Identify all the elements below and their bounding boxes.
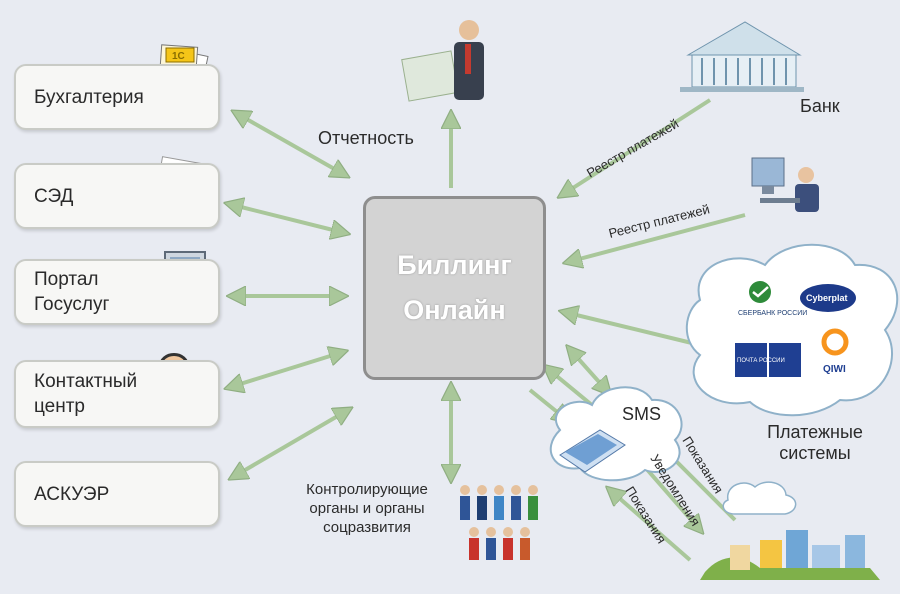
pochta-logo xyxy=(735,343,801,377)
arrow-readings-2 xyxy=(610,490,692,562)
payment-systems-label: Платежные системы xyxy=(767,422,863,463)
small-cloud xyxy=(722,481,797,515)
bookkeeping-badge: 1С xyxy=(172,51,185,62)
readings-label-2: Показания xyxy=(622,484,669,546)
contact-center-label: Контактный центр xyxy=(34,371,138,417)
gosuslugi-box[interactable]: Портал Госуслуг xyxy=(14,259,220,325)
bookkeeping-label: Бухгалтерия xyxy=(34,86,144,108)
sberbank-logo xyxy=(749,281,771,303)
registry-label-1: Реестр платежей xyxy=(584,116,681,181)
center-line-1: Биллинг xyxy=(397,250,512,280)
pochta-text: ПОЧТА РОССИИ xyxy=(737,358,785,364)
sberbank-text: СБЕРБАНК РОССИИ xyxy=(738,310,807,317)
registry-label-2: Реестр платежей xyxy=(607,201,711,241)
cyberplat-text: Cyberplat xyxy=(806,293,848,303)
askuer-box[interactable]: АСКУЭР xyxy=(14,461,220,527)
people-group-icon xyxy=(460,485,538,560)
billing-online-box[interactable]: Биллинг Онлайн xyxy=(363,196,546,380)
qiwi-text: QIWI xyxy=(823,364,846,375)
qiwi-logo xyxy=(821,328,849,356)
laptop-icon xyxy=(559,429,626,473)
businessman-icon xyxy=(401,20,484,102)
reporting-label: Отчетность xyxy=(318,128,414,148)
arrow-askuer xyxy=(240,410,348,473)
bank-label: Банк xyxy=(800,96,840,116)
arrow-contact-center xyxy=(237,352,343,385)
operator-computer-icon xyxy=(751,157,819,212)
bookkeeping-box[interactable]: Бухгалтерия xyxy=(14,64,220,130)
sms-label: SMS xyxy=(622,404,662,424)
arrow-bookkeeping xyxy=(243,117,345,175)
arrow-sed xyxy=(237,206,345,233)
arrow-sms-2 xyxy=(575,355,608,392)
askuer-label: АСКУЭР xyxy=(34,483,110,505)
control-bodies-label: Контролирующие органы и органы соцразвит… xyxy=(306,481,428,536)
payment-systems-cloud xyxy=(685,243,899,417)
arrow-registry xyxy=(568,213,746,262)
sed-box[interactable]: СЭД xyxy=(14,163,220,229)
houses-icon xyxy=(700,530,880,580)
contact-center-box[interactable]: Контактный центр xyxy=(14,360,220,428)
center-line-2: Онлайн xyxy=(403,295,506,325)
sed-label: СЭД xyxy=(34,185,74,207)
arrow-bank xyxy=(562,98,712,195)
bank-building-icon xyxy=(680,21,804,92)
gosuslugi-label: Портал Госуслуг xyxy=(34,269,110,315)
cyberplat-logo xyxy=(800,284,856,312)
arrow-payment-systems xyxy=(564,312,701,347)
